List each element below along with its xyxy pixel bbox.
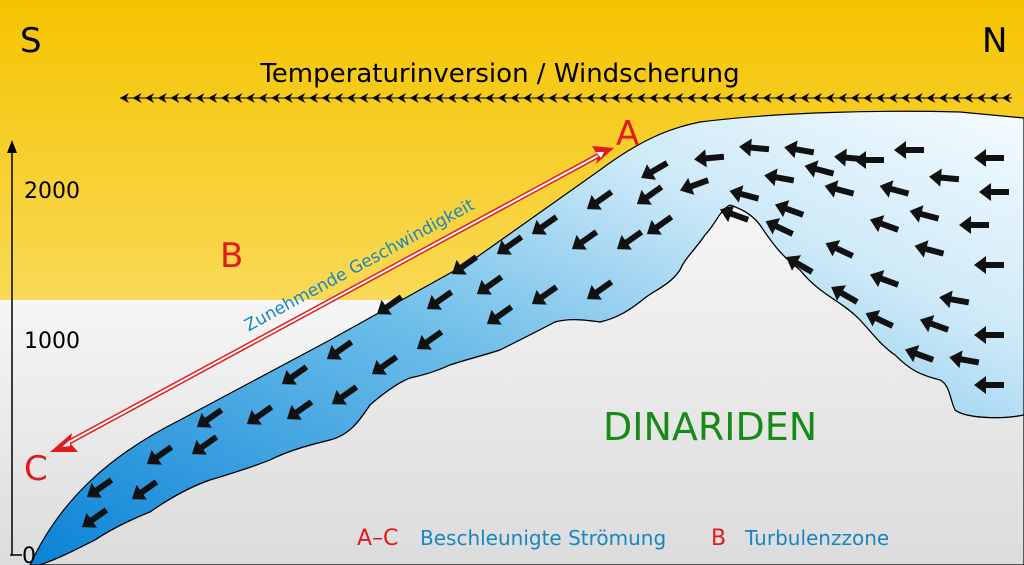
south-label: S: [20, 21, 42, 61]
flow-arrow: [854, 151, 884, 169]
marker-a: A: [616, 114, 639, 154]
flow-arrow: [416, 329, 444, 350]
altitude-axis-arrowhead: [7, 140, 17, 153]
flow-arrow: [451, 254, 479, 275]
flow-arrow: [586, 189, 614, 210]
flow-arrow: [729, 185, 760, 203]
flow-arrow: [939, 290, 970, 309]
flow-arrow: [641, 160, 669, 180]
flow-arrow: [765, 218, 794, 237]
flow-arrow: [739, 138, 770, 157]
inversion-title: Temperaturinversion / Windscherung: [259, 59, 739, 89]
altitude-label-1000: 1000: [24, 329, 80, 354]
flow-arrow: [804, 160, 835, 178]
flow-arrow: [825, 240, 854, 259]
flow-arrow: [146, 444, 174, 465]
flow-arrow: [86, 477, 114, 498]
flow-arrow: [764, 168, 795, 187]
flow-arrow: [531, 214, 559, 235]
flow-arrow: [636, 184, 664, 205]
flow-arrow: [879, 180, 910, 198]
flow-arrow: [974, 149, 1004, 167]
flow-arrow: [974, 326, 1004, 344]
legend-b-key: B: [711, 526, 726, 551]
flow-arrow: [894, 141, 924, 159]
legend-ac-text: Beschleunigte Strömung: [420, 526, 666, 550]
flow-arrow: [331, 384, 359, 405]
flow-arrow: [784, 140, 815, 159]
flow-arrow: [571, 229, 599, 250]
flow-arrow: [286, 399, 314, 420]
flow-arrow: [959, 216, 989, 234]
flow-arrow: [476, 274, 504, 295]
flow-arrow: [949, 350, 980, 369]
altitude-label-2000: 2000: [24, 179, 80, 204]
flow-arrow: [929, 168, 960, 187]
flow-arrow: [979, 183, 1009, 201]
acceleration-arrow: [50, 146, 614, 452]
mountain-peak: [39, 204, 1024, 565]
flow-arrow: [919, 315, 950, 333]
flow-arrow: [326, 339, 354, 360]
flow-arrow: [586, 279, 614, 300]
flow-arrow: [426, 289, 454, 310]
flow-arrows: [81, 138, 1009, 528]
flow-arrow: [974, 256, 1004, 274]
flow-arrow: [376, 294, 404, 315]
flow-arrow: [869, 215, 900, 233]
flow-arrow: [131, 479, 159, 500]
flow-arrow: [679, 177, 710, 195]
marker-b: B: [220, 236, 243, 276]
flow-arrow: [81, 507, 109, 528]
north-label: N: [982, 21, 1007, 61]
flow-arrow: [869, 270, 900, 288]
flow-arrow: [834, 148, 865, 167]
flow-arrow: [496, 234, 524, 255]
inversion-shear-arrows: [120, 93, 1012, 103]
marker-c: C: [24, 449, 48, 489]
legend-b-text: Turbulenzzone: [744, 526, 889, 550]
flow-arrow: [531, 284, 559, 305]
flow-arrow: [694, 149, 725, 168]
flow-arrow: [831, 285, 859, 305]
flow-arrow: [246, 404, 274, 425]
flow-arrow: [824, 180, 855, 198]
flow-arrow: [914, 240, 945, 258]
flow-arrow: [616, 229, 644, 250]
flow-arrow: [371, 354, 399, 375]
flow-arrow: [774, 200, 805, 218]
dinariden-label: DINARIDEN: [603, 405, 817, 449]
legend-ac-key: A–C: [357, 526, 398, 551]
flow-arrow: [646, 214, 674, 235]
flow-arrow: [786, 255, 814, 275]
flow-arrow: [865, 310, 894, 329]
flow-arrow: [719, 205, 750, 223]
flow-arrow: [191, 434, 219, 455]
flow-arrow: [974, 376, 1004, 394]
altitude-label-0: 0: [22, 544, 36, 565]
flow-arrow: [281, 364, 309, 385]
flow-arrow: [486, 304, 514, 325]
flow-arrow: [909, 205, 940, 223]
flow-arrow: [196, 407, 224, 428]
flow-arrow: [904, 345, 935, 363]
